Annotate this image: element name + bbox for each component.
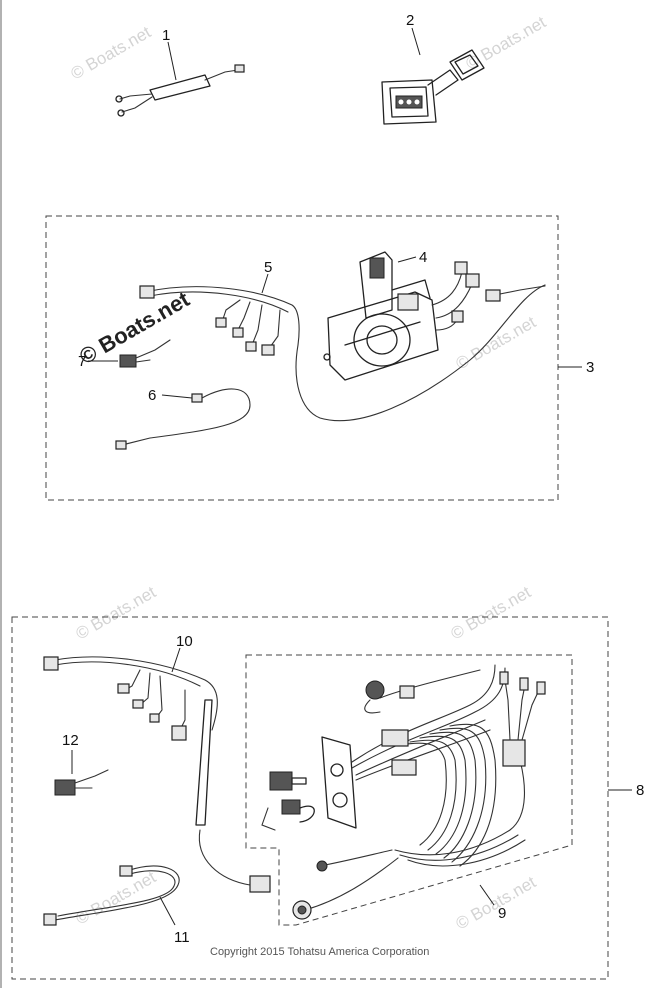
part-1-harness — [115, 41, 245, 117]
callout-5: 5 — [264, 259, 272, 276]
callout-2: 2 — [406, 12, 414, 29]
watermark: © Boats.net — [448, 582, 535, 643]
watermark: © Boats.net — [68, 22, 155, 83]
callout-10: 10 — [176, 633, 193, 650]
part-7-connector — [88, 339, 171, 368]
part-12-connector — [54, 750, 109, 796]
watermarks: © Boats.net © Boats.net © Boats.net © Bo… — [68, 12, 550, 933]
part-10-harness — [43, 647, 271, 893]
callout-4: 4 — [419, 249, 427, 266]
callout-9: 9 — [498, 905, 506, 922]
callout-6: 6 — [148, 387, 156, 404]
callout-3: 3 — [586, 359, 594, 376]
part-4-control-box — [323, 251, 439, 381]
watermark: © Boats.net — [463, 12, 550, 73]
callout-labels: 1 2 3 4 5 6 7 8 9 10 11 12 — [62, 12, 644, 946]
watermark: © Boats.net — [453, 872, 540, 933]
part-2-switch-panel — [381, 27, 485, 125]
part-11-lead-wire — [43, 865, 180, 926]
part-5-harness — [139, 273, 546, 422]
kit-9-key-switch-harness — [245, 654, 573, 926]
callout-8: 8 — [636, 782, 644, 799]
kit-3-remote-control — [45, 215, 582, 501]
callout-11: 11 — [174, 929, 190, 946]
callout-7: 7 — [78, 353, 86, 370]
part-6-lead-wire — [115, 388, 251, 450]
watermark: © Boats.net — [73, 867, 160, 928]
callout-12: 12 — [62, 732, 79, 749]
callout-1: 1 — [162, 27, 170, 44]
copyright-text: Copyright 2015 Tohatsu America Corporati… — [210, 946, 429, 958]
watermark: © Boats.net — [453, 312, 540, 373]
watermark: © Boats.net — [73, 582, 160, 643]
kit-8-remote-harness — [11, 616, 632, 980]
